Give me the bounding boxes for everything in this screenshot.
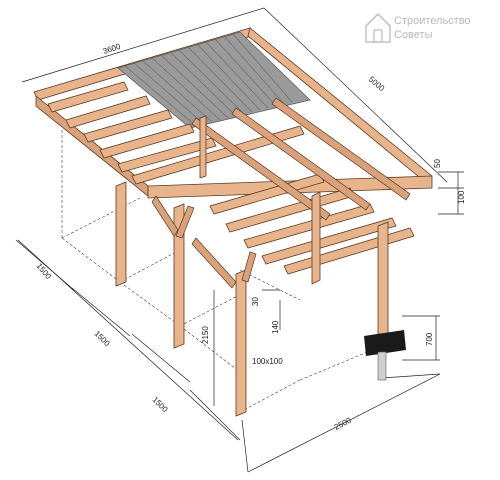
rafter [65, 95, 151, 129]
rafter [99, 123, 195, 159]
dim-line-post-spacing [247, 373, 441, 473]
label-post-section: 100x100 [252, 357, 283, 366]
joist [271, 97, 411, 201]
label-bay-1: 1500 [34, 262, 53, 282]
post [173, 203, 185, 349]
label-roof-width: 3600 [102, 42, 122, 56]
label-post-height: 2150 [201, 326, 210, 344]
label-brace-offset: 30 [251, 297, 260, 306]
post [377, 221, 389, 351]
braces [151, 195, 257, 289]
post [115, 181, 127, 287]
rafter [47, 81, 129, 113]
posts [115, 115, 389, 417]
label-post-spacing: 2500 [333, 415, 353, 431]
rafter [131, 125, 305, 185]
post [199, 115, 207, 179]
anchor-rod [377, 351, 387, 381]
label-brace-height: 140 [271, 320, 280, 334]
dim-line-roof-length [263, 7, 448, 183]
post [311, 191, 321, 285]
roofing-sheet [117, 31, 311, 129]
rafter [117, 137, 217, 173]
dim-line-roof-width [21, 7, 265, 83]
anchor-plate [364, 330, 406, 356]
label-roof-length: 5000 [367, 75, 387, 94]
label-joist-width: 50 [433, 159, 442, 168]
brace [241, 251, 257, 283]
label-foundation-depth: 700 [425, 332, 434, 346]
joist [191, 117, 331, 221]
dimension-lines [15, 7, 464, 473]
label-bay-3: 1500 [151, 395, 170, 414]
post [235, 269, 247, 417]
watermark: Строительство Советы [365, 12, 471, 43]
joists [191, 97, 411, 221]
brace [191, 237, 237, 289]
label-joist-height: 100 [457, 190, 466, 204]
brace [175, 205, 195, 239]
watermark-line1: Строительство [394, 15, 471, 27]
post-anchor [364, 330, 406, 381]
house-logo-icon [365, 12, 391, 43]
rafter [83, 109, 173, 143]
brace [151, 195, 179, 237]
watermark-line2: Советы [394, 29, 433, 41]
joist [231, 107, 371, 211]
rafter [243, 203, 375, 249]
rafter [261, 217, 397, 265]
label-bay-2: 1500 [93, 329, 112, 348]
